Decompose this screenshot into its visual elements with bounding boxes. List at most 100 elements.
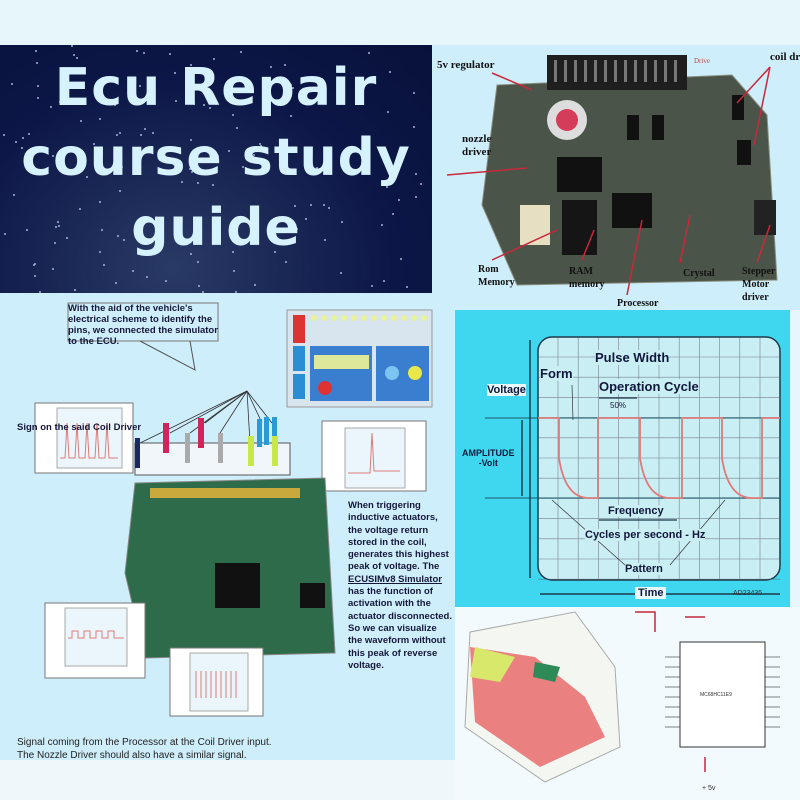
star: [120, 166, 123, 169]
label-processor: Processor: [617, 298, 659, 309]
simulator-wiring-illustration: [34, 302, 433, 717]
star: [364, 81, 367, 84]
star: [292, 86, 295, 89]
star: [382, 148, 385, 151]
star: [92, 142, 95, 145]
star: [260, 144, 263, 147]
star: [51, 267, 54, 270]
star: [35, 61, 38, 64]
star: [119, 190, 122, 193]
ecusim-link[interactable]: ECUSIMv8 Simulator: [348, 573, 442, 585]
star: [197, 182, 200, 185]
star: [76, 57, 79, 60]
label-ram-memory: RAM memory: [569, 265, 605, 291]
label-drive: Drive: [694, 57, 710, 65]
star: [100, 228, 103, 231]
star: [383, 280, 386, 283]
star: [269, 66, 272, 69]
star: [233, 269, 236, 272]
star: [367, 52, 370, 55]
star: [420, 182, 423, 185]
star: [206, 147, 209, 150]
star: [168, 52, 171, 55]
star: [54, 225, 57, 228]
title-line-2: course study: [21, 128, 411, 188]
surface-plot-and-chip: [464, 611, 780, 783]
star: [340, 271, 343, 274]
star: [27, 133, 30, 136]
label-stepper-line-2: Motor: [742, 279, 770, 290]
star: [216, 155, 219, 158]
caption-line-2: The Nozzle Driver should also have a sim…: [17, 750, 247, 761]
star: [189, 138, 192, 141]
note-part-1: When triggering inductive actuators, the…: [348, 500, 449, 573]
inductive-actuator-note: When triggering inductive actuators, the…: [348, 500, 453, 672]
star: [305, 218, 308, 221]
star: [38, 290, 41, 293]
label-coil-driver: coil driver: [770, 51, 800, 63]
star: [232, 251, 235, 254]
star: [189, 167, 192, 170]
star: [99, 250, 102, 253]
duty-cycle-label: 50%: [610, 401, 627, 410]
form-label: Form: [540, 366, 573, 381]
volt-text: -Volt: [478, 458, 498, 468]
star: [3, 232, 6, 235]
star: [22, 136, 25, 139]
label-rom-line-2: Memory: [478, 277, 515, 288]
star: [358, 89, 361, 92]
label-stepper-line-3: driver: [742, 292, 769, 303]
star: [181, 181, 184, 184]
star: [400, 258, 403, 261]
star: [192, 102, 195, 105]
cycles-label: Cycles per second - Hz: [585, 529, 706, 541]
label-ram-line-2: memory: [569, 279, 605, 290]
label-crystal: Crystal: [683, 268, 715, 279]
label-ram-line-1: RAM: [569, 266, 593, 277]
label-5v-regulator: 5v regulator: [437, 59, 495, 71]
title-line-1: Ecu Repair: [54, 58, 378, 118]
star: [15, 141, 18, 144]
star: [136, 50, 139, 53]
operation-cycle-label: Operation Cycle: [599, 379, 699, 394]
pulse-width-label: Pulse Width: [595, 350, 670, 365]
ecu-board-photo: 5v regulator coil driver Drive nozzledri…: [432, 45, 800, 310]
star: [80, 120, 83, 123]
connection-callout: With the aid of the vehicle's electrical…: [68, 303, 218, 347]
star: [57, 224, 60, 227]
star: [66, 236, 69, 239]
star: [149, 102, 152, 105]
star: [174, 72, 177, 75]
star: [294, 205, 297, 208]
star: [236, 126, 239, 129]
star: [285, 168, 288, 171]
label-nozzle-driver-line-2: driver: [462, 146, 492, 158]
star: [228, 149, 231, 152]
title-line-3: guide: [131, 198, 301, 258]
star: [253, 161, 256, 164]
star: [274, 250, 277, 253]
star: [139, 133, 142, 136]
star: [284, 63, 286, 66]
star: [194, 153, 197, 156]
star: [71, 45, 74, 48]
star: [174, 100, 177, 103]
star: [415, 196, 418, 199]
star: [242, 165, 245, 168]
star: [114, 103, 117, 106]
star: [258, 143, 261, 146]
star: [142, 51, 145, 54]
star: [99, 200, 102, 203]
label-nozzle-driver-line-1: nozzle: [462, 133, 492, 145]
star: [54, 241, 57, 244]
star: [35, 50, 38, 53]
star: [115, 282, 118, 285]
star: [309, 203, 312, 206]
star: [148, 148, 151, 151]
star: [381, 224, 384, 227]
star: [33, 263, 36, 266]
star: [86, 175, 89, 178]
star: [290, 84, 293, 87]
